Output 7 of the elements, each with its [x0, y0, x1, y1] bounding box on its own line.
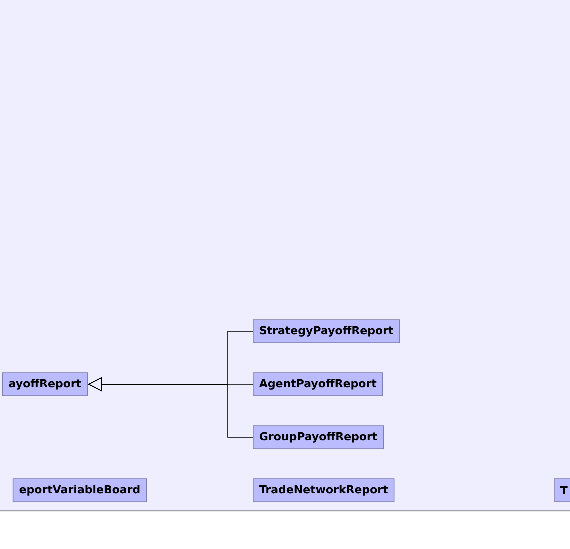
class-box: TradeNetworkReport	[253, 478, 395, 502]
class-box: StrategyPayoffReport	[253, 320, 400, 344]
class-box: ayoffReport	[2, 372, 88, 396]
class-box: eportVariableBoard	[12, 478, 147, 502]
class-box: AgentPayoffReport	[253, 372, 384, 396]
class-box: GroupPayoffReport	[253, 426, 384, 450]
class-box: T	[554, 478, 570, 502]
